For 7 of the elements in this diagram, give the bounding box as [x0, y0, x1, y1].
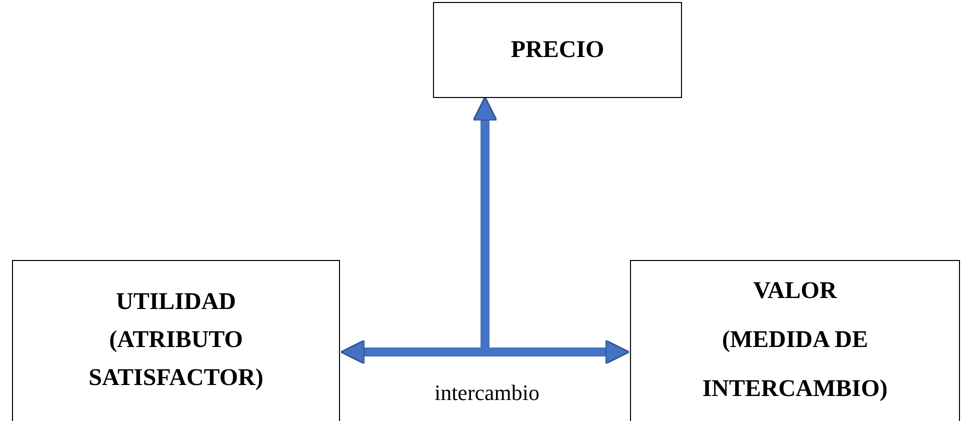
text-box	[12, 260, 340, 421]
box-label: VALOR (MEDIDA DE INTERCAMBIO)	[701, 277, 889, 404]
box-label: UTILIDAD (ATRIBUTO SATISFACTOR)	[88, 288, 264, 393]
arrow	[340, 340, 630, 364]
box-label: PRECIO	[510, 36, 606, 65]
text-box	[433, 2, 682, 98]
text-box	[630, 260, 960, 421]
